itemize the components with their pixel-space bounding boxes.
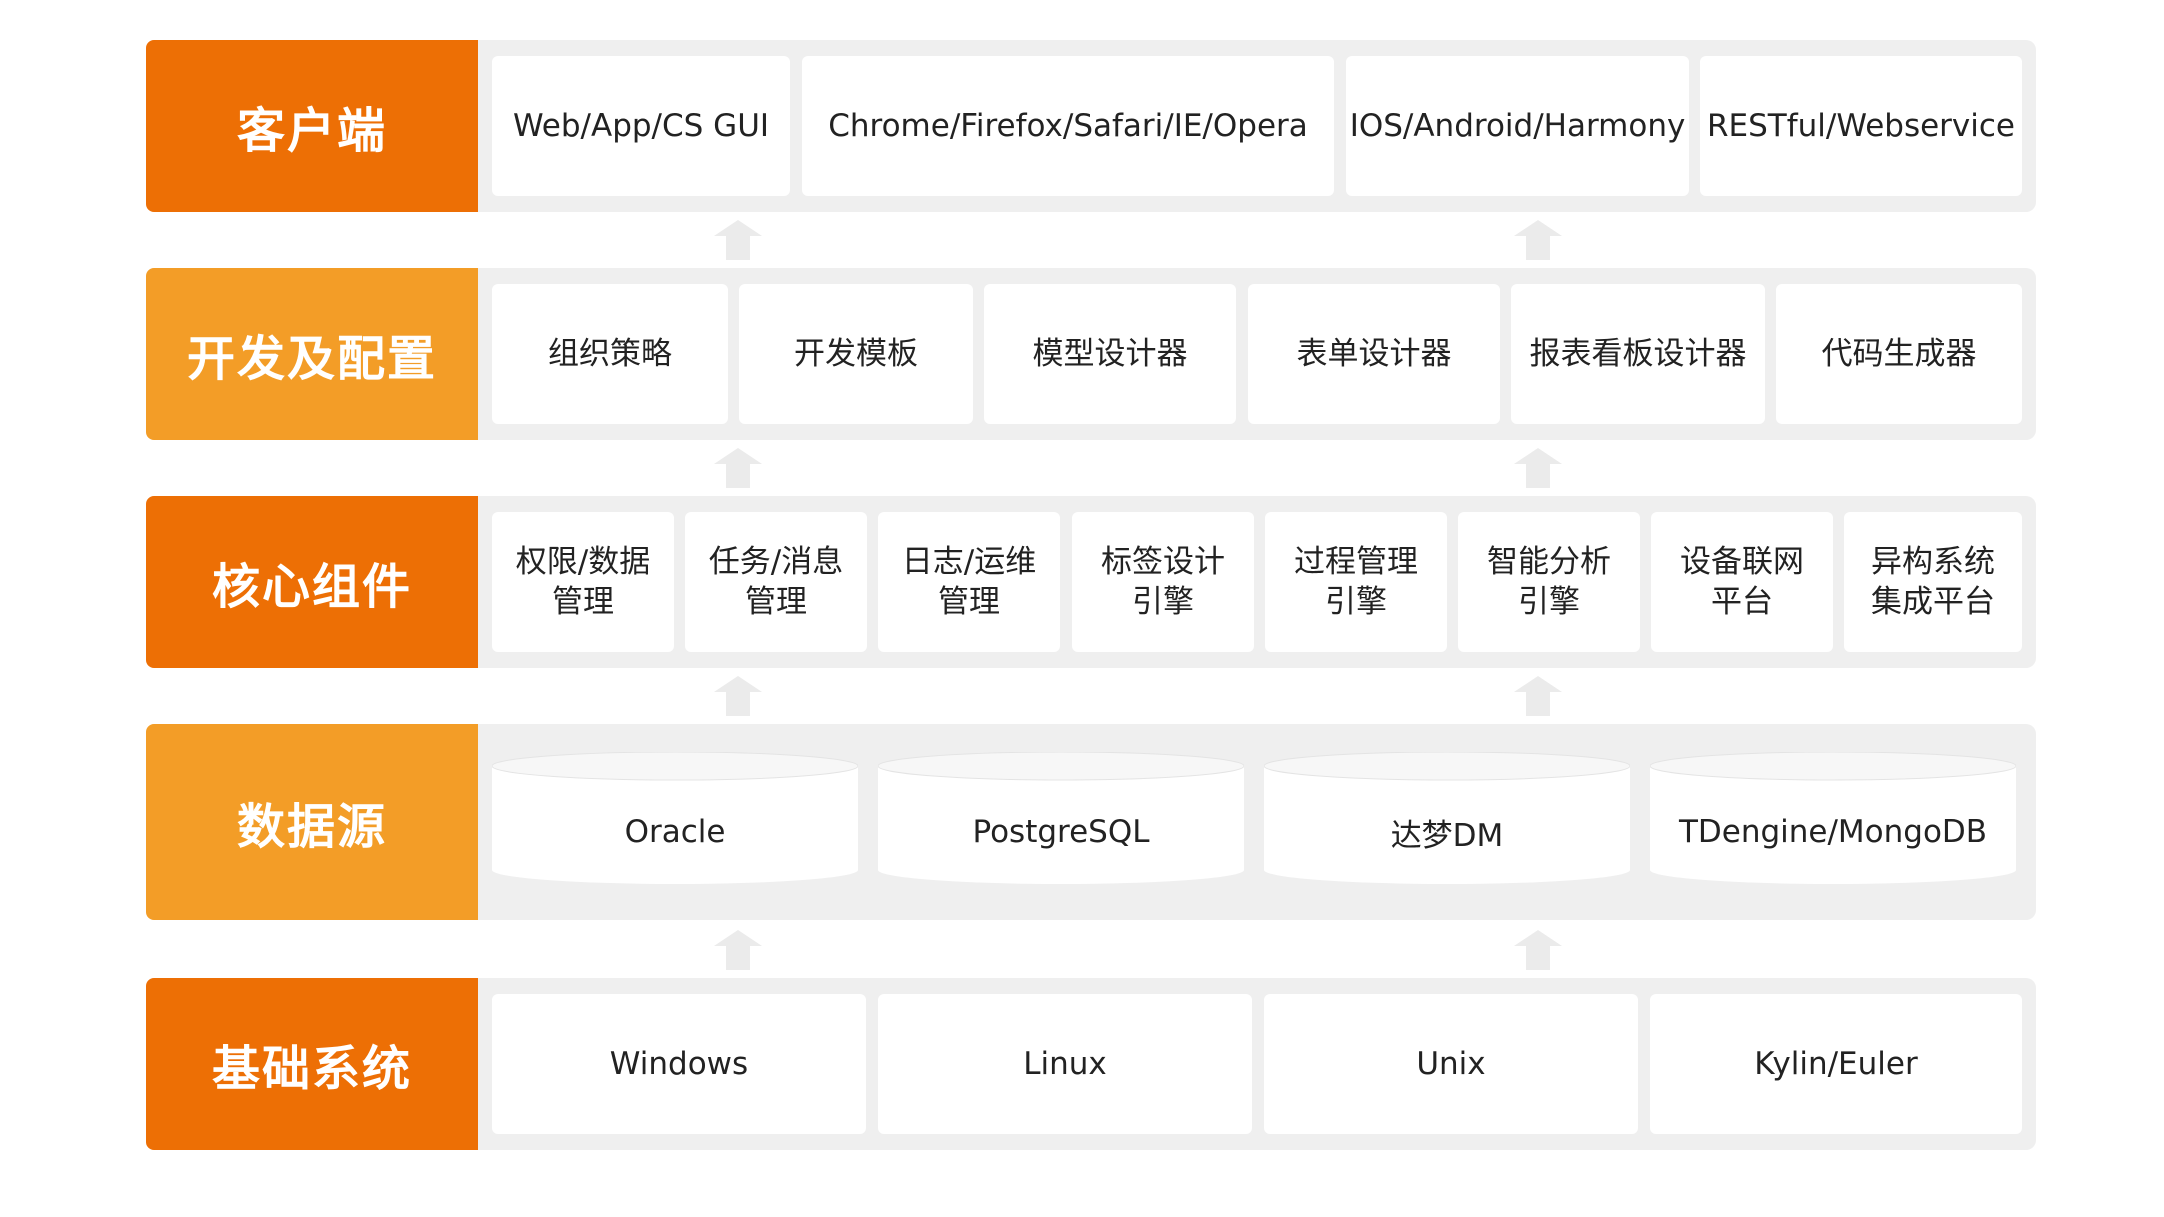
layer-panel-client: Web/App/CS GUI Chrome/Firefox/Safari/IE/…	[478, 40, 2036, 212]
layer-os: 基础系统 Windows Linux Unix Kylin/Euler	[146, 978, 2036, 1150]
up-arrow-icon	[714, 930, 762, 970]
db-dameng: 达梦DM	[1264, 752, 1630, 884]
up-arrow-icon	[1514, 448, 1562, 488]
card-os-unix: Unix	[1264, 994, 1638, 1134]
up-arrow-icon	[714, 676, 762, 716]
layer-panel-datasource: Oracle PostgreSQL 达梦DM	[478, 724, 2036, 920]
up-arrow-icon	[1514, 930, 1562, 970]
card-client-browsers: Chrome/Firefox/Safari/IE/Opera	[802, 56, 1334, 196]
card-core-tag-engine: 标签设计引擎	[1072, 512, 1254, 652]
card-dev-codegen: 代码生成器	[1776, 284, 2022, 424]
database-cylinder-icon	[1264, 752, 1630, 884]
db-label-oracle: Oracle	[624, 814, 726, 850]
db-label-postgresql: PostgreSQL	[972, 814, 1150, 850]
layer-client: 客户端 Web/App/CS GUI Chrome/Firefox/Safari…	[146, 40, 2036, 212]
layer-label-core: 核心组件	[146, 496, 478, 668]
card-core-integration-platform: 异构系统集成平台	[1844, 512, 2022, 652]
db-tdengine-mongodb: TDengine/MongoDB	[1650, 752, 2016, 884]
card-core-log-ops: 日志/运维管理	[878, 512, 1060, 652]
up-arrow-icon	[1514, 220, 1562, 260]
card-client-api: RESTful/Webservice	[1700, 56, 2022, 196]
layer-panel-os: Windows Linux Unix Kylin/Euler	[478, 978, 2036, 1150]
database-cylinder-icon	[878, 752, 1244, 884]
card-core-analytics-engine: 智能分析引擎	[1458, 512, 1640, 652]
card-core-process-engine: 过程管理引擎	[1265, 512, 1447, 652]
up-arrow-icon	[714, 220, 762, 260]
db-postgresql: PostgreSQL	[878, 752, 1244, 884]
card-core-task-message: 任务/消息管理	[685, 512, 867, 652]
database-cylinder-icon	[492, 752, 858, 884]
card-dev-model-designer: 模型设计器	[984, 284, 1236, 424]
layer-panel-dev-config: 组织策略 开发模板 模型设计器 表单设计器 报表看板设计器 代码生成器	[478, 268, 2036, 440]
card-dev-org-policy: 组织策略	[492, 284, 728, 424]
db-label-tdengine-mongodb: TDengine/MongoDB	[1678, 814, 1988, 850]
up-arrow-icon	[1514, 676, 1562, 716]
up-arrow-icon	[714, 448, 762, 488]
card-core-iot-platform: 设备联网平台	[1651, 512, 1833, 652]
card-dev-form-designer: 表单设计器	[1248, 284, 1500, 424]
card-client-gui: Web/App/CS GUI	[492, 56, 790, 196]
card-dev-template: 开发模板	[739, 284, 973, 424]
layer-label-os: 基础系统	[146, 978, 478, 1150]
layer-panel-core: 权限/数据管理 任务/消息管理 日志/运维管理 标签设计引擎 过程管理引擎 智能…	[478, 496, 2036, 668]
card-core-permission: 权限/数据管理	[492, 512, 674, 652]
layer-dev-config: 开发及配置 组织策略 开发模板 模型设计器 表单设计器 报表看板设计器 代码生成…	[146, 268, 2036, 440]
layer-core: 核心组件 权限/数据管理 任务/消息管理 日志/运维管理 标签设计引擎 过程管理…	[146, 496, 2036, 668]
layer-datasource: 数据源 Oracle PostgreSQL	[146, 724, 2036, 920]
db-label-dameng: 达梦DM	[1390, 817, 1504, 854]
card-os-kylin-euler: Kylin/Euler	[1650, 994, 2022, 1134]
card-client-mobile: IOS/Android/Harmony	[1346, 56, 1689, 196]
card-dev-report-designer: 报表看板设计器	[1511, 284, 1765, 424]
layer-label-client: 客户端	[146, 40, 478, 212]
card-os-linux: Linux	[878, 994, 1252, 1134]
layer-label-datasource: 数据源	[146, 724, 478, 920]
card-os-windows: Windows	[492, 994, 866, 1134]
db-oracle: Oracle	[492, 752, 858, 884]
database-cylinder-icon	[1650, 752, 2016, 884]
layer-label-dev-config: 开发及配置	[146, 268, 478, 440]
